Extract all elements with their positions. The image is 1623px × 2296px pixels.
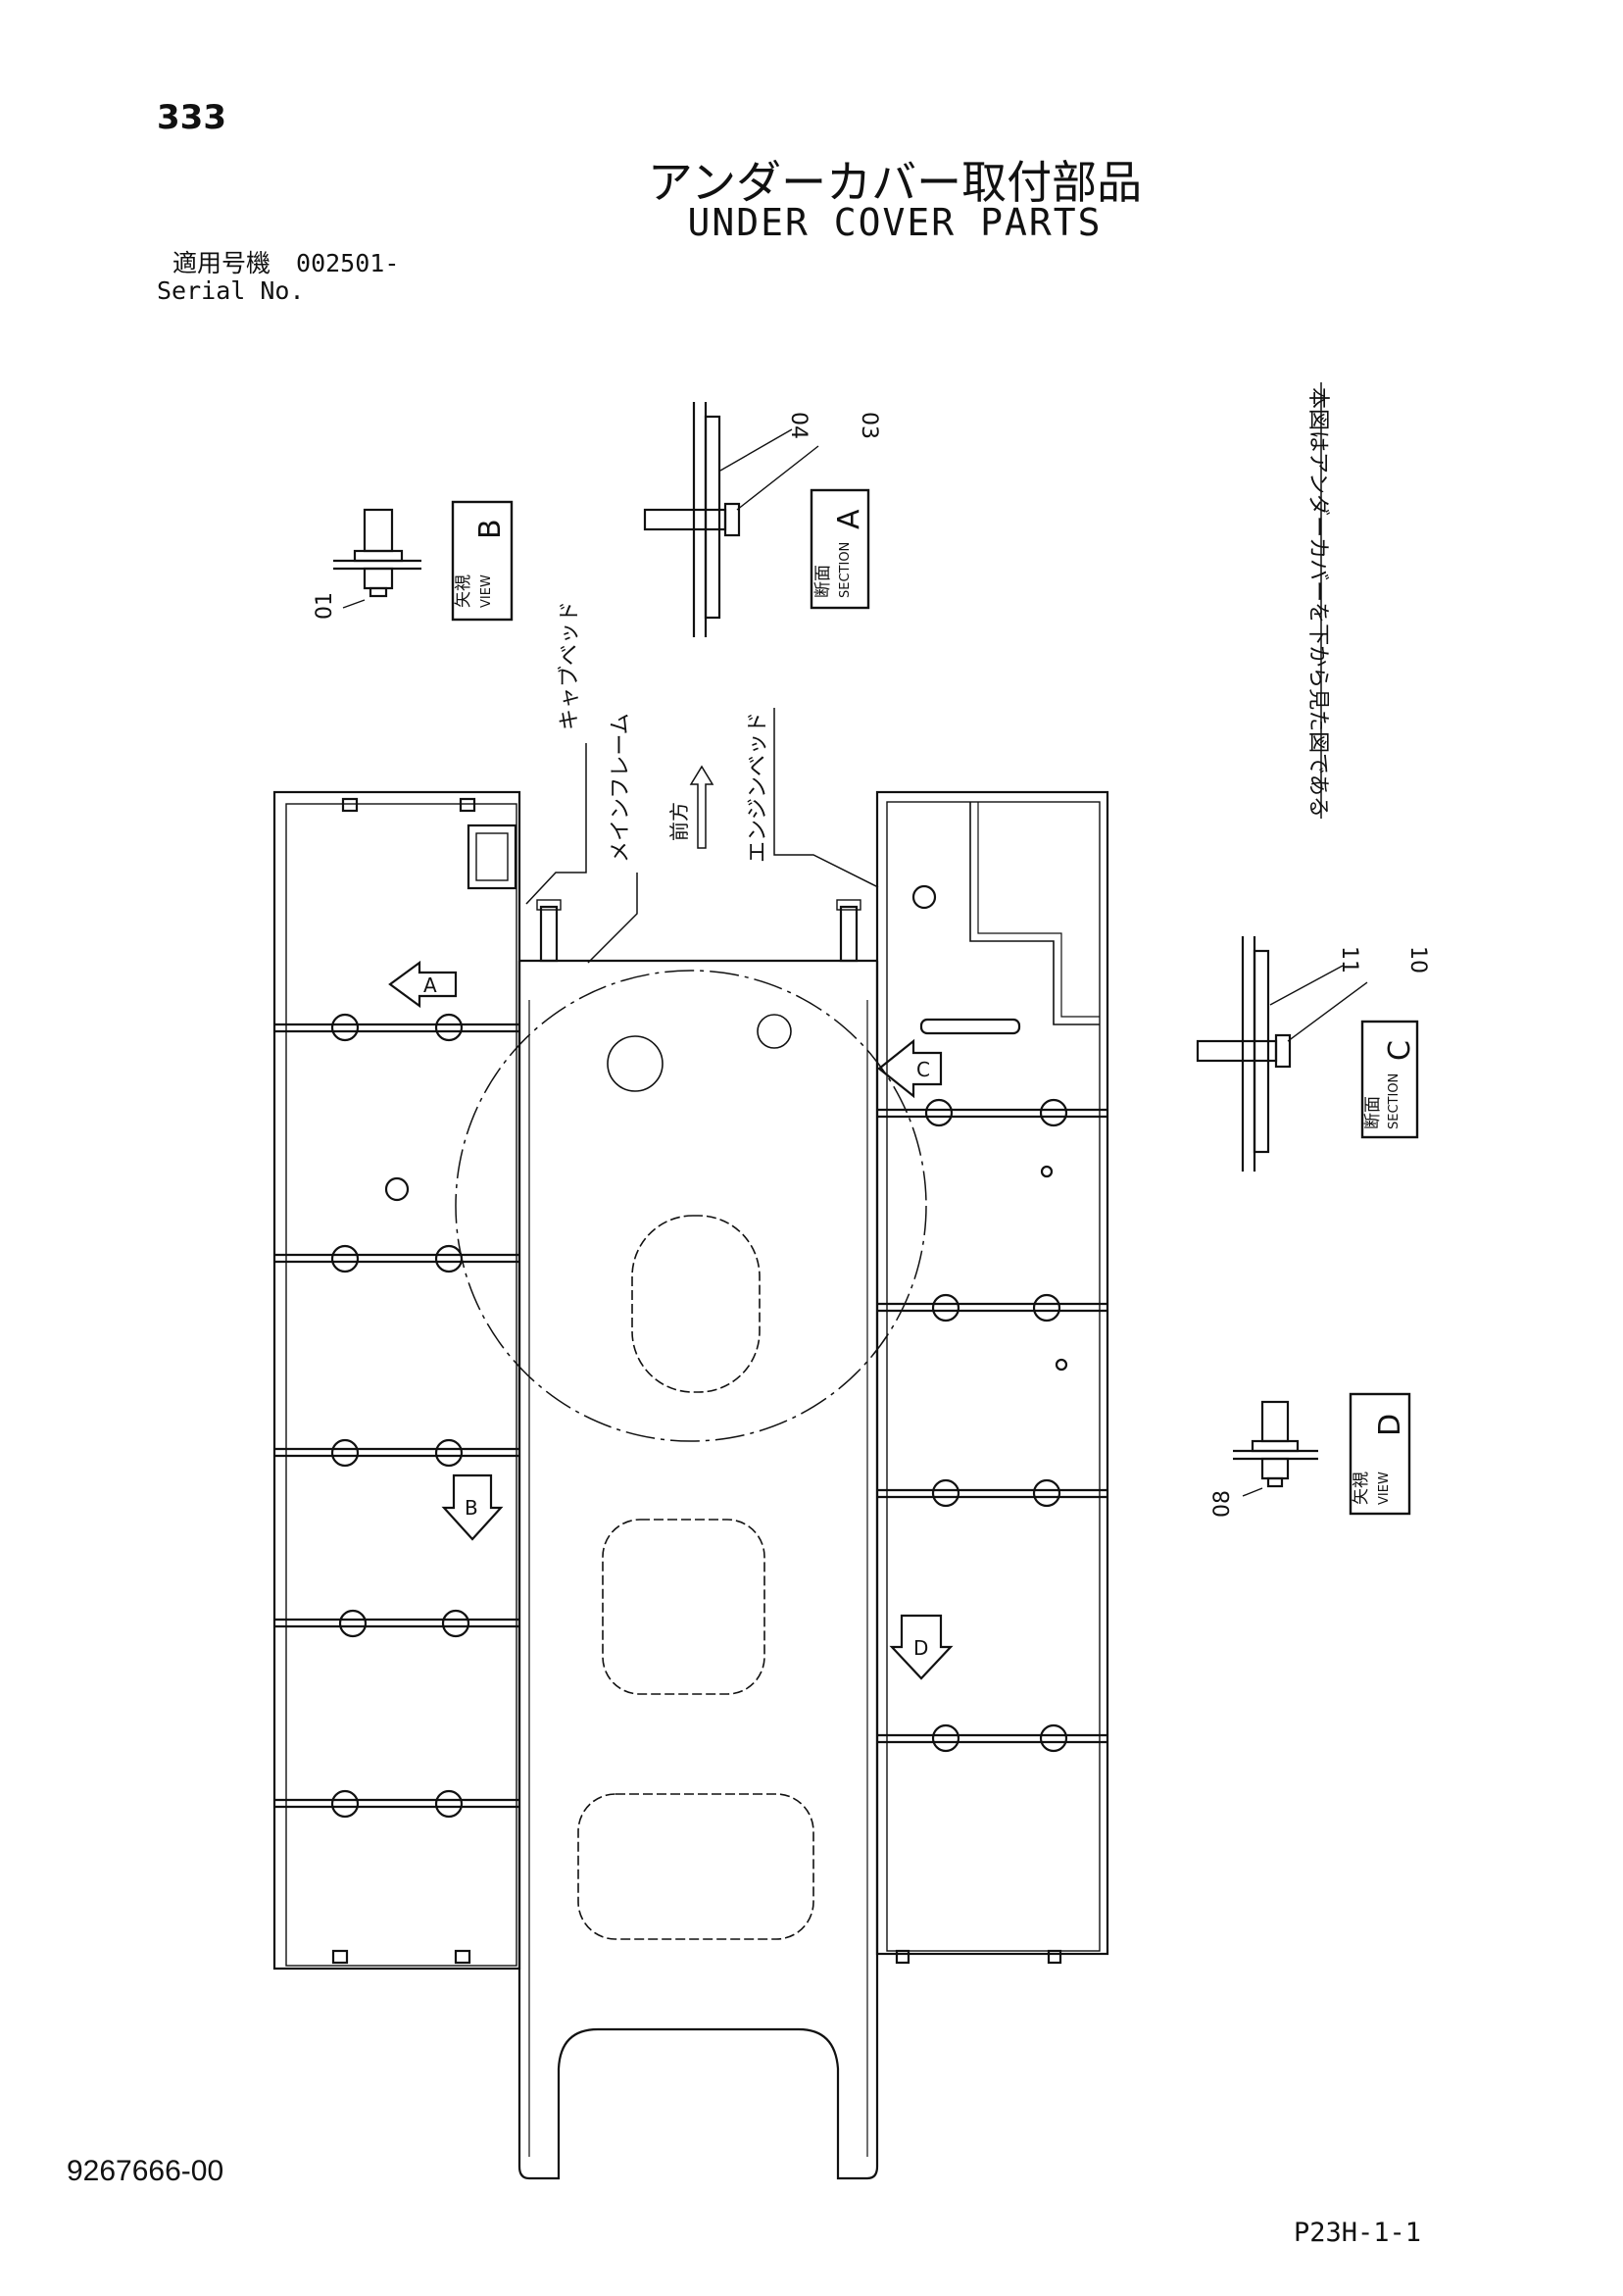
detail-section-a bbox=[643, 402, 870, 637]
view-b-en: VIEW bbox=[479, 574, 494, 608]
left-cover-inspection-hatch bbox=[467, 824, 517, 890]
serial-label-en: Serial No. bbox=[157, 276, 305, 305]
part-03: 03 bbox=[857, 412, 881, 439]
serial-value: 002501- bbox=[296, 249, 400, 277]
front-arrow bbox=[689, 765, 714, 849]
page-number: 333 bbox=[157, 98, 226, 137]
right-cover-outer bbox=[875, 790, 1109, 1956]
right-cover-slot bbox=[919, 1018, 1021, 1035]
title-english: UNDER COVER PARTS bbox=[687, 201, 1103, 244]
section-c-en: SECTION bbox=[1387, 1073, 1402, 1129]
view-b-letter: B bbox=[473, 519, 508, 539]
serial-block: 適用号機 002501- Serial No. bbox=[157, 250, 399, 305]
view-d-en: VIEW bbox=[1377, 1472, 1392, 1505]
right-cover-inner bbox=[886, 801, 1101, 1952]
part-01: 01 bbox=[313, 592, 337, 620]
part-04: 04 bbox=[786, 412, 811, 439]
arrow-d bbox=[889, 1614, 954, 1680]
frame-rect-opening-lower bbox=[577, 1793, 814, 1940]
view-b-kanji: 矢視 bbox=[454, 574, 473, 608]
detail-view-b bbox=[333, 500, 514, 622]
arrow-c bbox=[877, 1038, 943, 1099]
title-japanese: アンダーカバー取付部品 bbox=[647, 156, 1143, 209]
page-code: P23H-1-1 bbox=[1294, 2218, 1422, 2248]
arrow-c-letter: C bbox=[916, 1058, 930, 1081]
view-d-kanji: 矢視 bbox=[1352, 1472, 1371, 1505]
detail-section-c bbox=[1196, 936, 1419, 1172]
left-cover-bolts bbox=[330, 1013, 470, 1819]
main-frame-outline bbox=[517, 959, 879, 2180]
part-08: 08 bbox=[1210, 1490, 1235, 1518]
part-10: 10 bbox=[1405, 946, 1430, 973]
part-11: 11 bbox=[1337, 946, 1361, 973]
section-a-kanji: 断面 bbox=[813, 565, 833, 598]
section-a-letter: A bbox=[832, 509, 866, 529]
view-d-letter: D bbox=[1373, 1414, 1407, 1436]
frame-rect-opening-upper bbox=[602, 1519, 765, 1695]
left-cover-outer bbox=[272, 790, 521, 1971]
label-front: 前方 bbox=[667, 802, 691, 841]
arrow-b bbox=[441, 1473, 504, 1541]
label-engine-bed: エンジンベッド bbox=[746, 712, 770, 863]
left-cover-inner bbox=[285, 803, 517, 1967]
right-cover-panel-outline bbox=[969, 802, 1100, 1025]
vertical-note: 本図はアンダーカバーを下から見た図である bbox=[1305, 387, 1330, 818]
right-cover-bolts bbox=[924, 1098, 1068, 1753]
arrow-a-letter: A bbox=[423, 973, 437, 997]
document-number: 9267666-00 bbox=[67, 2155, 224, 2187]
arrow-b-letter: B bbox=[465, 1496, 478, 1520]
label-cab-bed: キャブベッド bbox=[558, 601, 582, 730]
section-c-letter: C bbox=[1383, 1040, 1417, 1061]
arrow-d-letter: D bbox=[913, 1636, 928, 1660]
swing-circle bbox=[455, 970, 927, 1442]
section-c-kanji: 断面 bbox=[1363, 1096, 1383, 1129]
section-a-en: SECTION bbox=[838, 542, 853, 598]
frame-oval-opening bbox=[631, 1215, 761, 1393]
serial-label-jp: 適用号機 bbox=[172, 249, 271, 277]
label-main-frame: メインフレーム bbox=[609, 713, 633, 863]
detail-view-d bbox=[1233, 1392, 1411, 1516]
arrow-a bbox=[388, 960, 458, 1009]
